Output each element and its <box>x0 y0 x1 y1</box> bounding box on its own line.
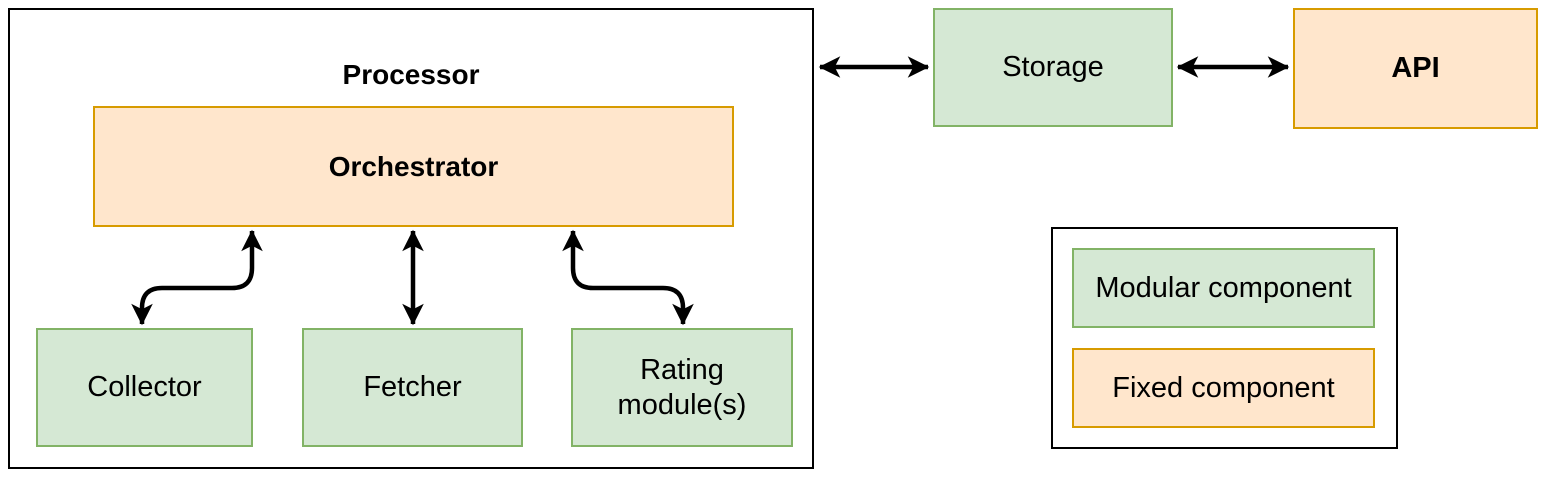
rating-modules-node: Rating module(s) <box>571 328 793 447</box>
api-label: API <box>1391 52 1440 85</box>
rating-modules-label: Rating module(s) <box>617 353 747 421</box>
collector-node: Collector <box>36 328 253 447</box>
legend-modular-item: Modular component <box>1072 248 1375 328</box>
collector-label: Collector <box>87 371 202 404</box>
legend-fixed-item: Fixed component <box>1072 348 1375 428</box>
storage-label: Storage <box>1002 51 1104 84</box>
fetcher-node: Fetcher <box>302 328 523 447</box>
api-node: API <box>1293 8 1538 129</box>
storage-node: Storage <box>933 8 1173 127</box>
legend-modular-label: Modular component <box>1095 271 1352 304</box>
orchestrator-node: Orchestrator <box>93 106 734 227</box>
orchestrator-label: Orchestrator <box>328 150 499 182</box>
processor-title: Processor <box>342 59 480 90</box>
legend-fixed-label: Fixed component <box>1112 371 1335 404</box>
fetcher-label: Fetcher <box>363 371 462 404</box>
